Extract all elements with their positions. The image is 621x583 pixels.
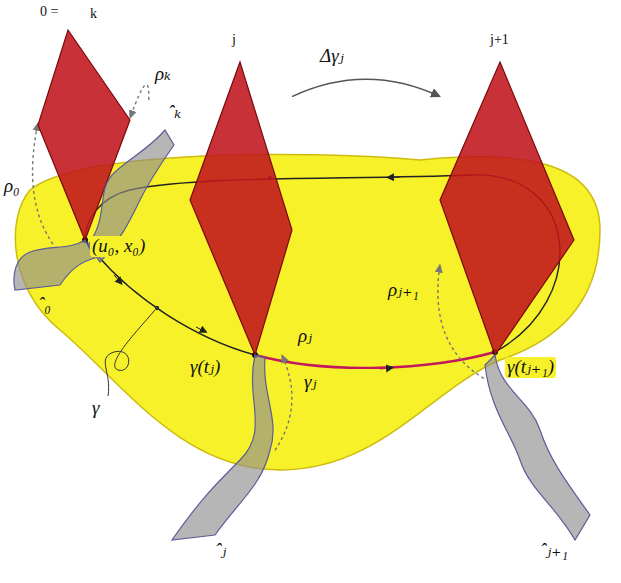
- section-label: ˆₖ: [168, 102, 181, 123]
- edge-label: ρ₀: [2, 176, 22, 197]
- curve-arrow: [196, 327, 204, 331]
- grey-sheet: [10, 244, 96, 324]
- tangent-plane-diamond: [440, 32, 574, 355]
- curve-label: γⱼ: [302, 372, 319, 393]
- sheet-outline: [14, 240, 95, 290]
- edge-label: Δγⱼ: [318, 46, 346, 67]
- diamond-outline: [190, 62, 292, 355]
- curve-arrow: [390, 177, 400, 178]
- curve-leader: [105, 310, 155, 396]
- tangent-plane-diamond: [190, 32, 292, 355]
- curve-label: γ: [90, 398, 102, 419]
- plane-label: 0 =: [40, 4, 58, 19]
- tangent-plane: j+1: [440, 32, 574, 355]
- loop-curve-segment: [255, 352, 495, 368]
- map-arrow: [275, 355, 292, 450]
- cross-section: ˆⱼ: [165, 358, 275, 563]
- curve-label: (u₀, x₀): [90, 236, 147, 257]
- curve-label: γ(tⱼ₊₁): [505, 357, 556, 378]
- curve-label: γ(tⱼ): [188, 357, 222, 378]
- plane-label: j+1: [490, 32, 509, 47]
- grey-sheet: [484, 358, 600, 563]
- sheet-outline: [485, 355, 590, 540]
- section-label: ˆ₀: [38, 294, 51, 315]
- section-label: ˆⱼ₊₁: [540, 540, 568, 561]
- sheet-outline: [88, 130, 174, 262]
- curve-arrow: [380, 368, 390, 369]
- plane-label: k: [90, 6, 97, 21]
- sheet-outline: [172, 355, 273, 540]
- grey-sheet: [165, 358, 275, 563]
- cross-section: ˆₖ: [132, 100, 188, 140]
- cross-section: ˆ₀: [10, 244, 96, 324]
- section-label: ˆⱼ: [215, 540, 226, 561]
- edge-label: ρₖ: [153, 64, 173, 85]
- transport-arrow: [292, 79, 440, 96]
- map-arrow: [130, 85, 149, 119]
- cross-section: ˆⱼ₊₁: [484, 358, 600, 563]
- edge-label: ρⱼ₊₁: [386, 280, 421, 301]
- tangent-plane: j: [190, 32, 292, 355]
- curve-dot: [155, 306, 159, 310]
- edge-label: ρⱼ: [296, 326, 314, 347]
- curve-arrow: [114, 275, 120, 282]
- plane-label: j: [232, 32, 236, 47]
- diamond-outline: [440, 62, 574, 355]
